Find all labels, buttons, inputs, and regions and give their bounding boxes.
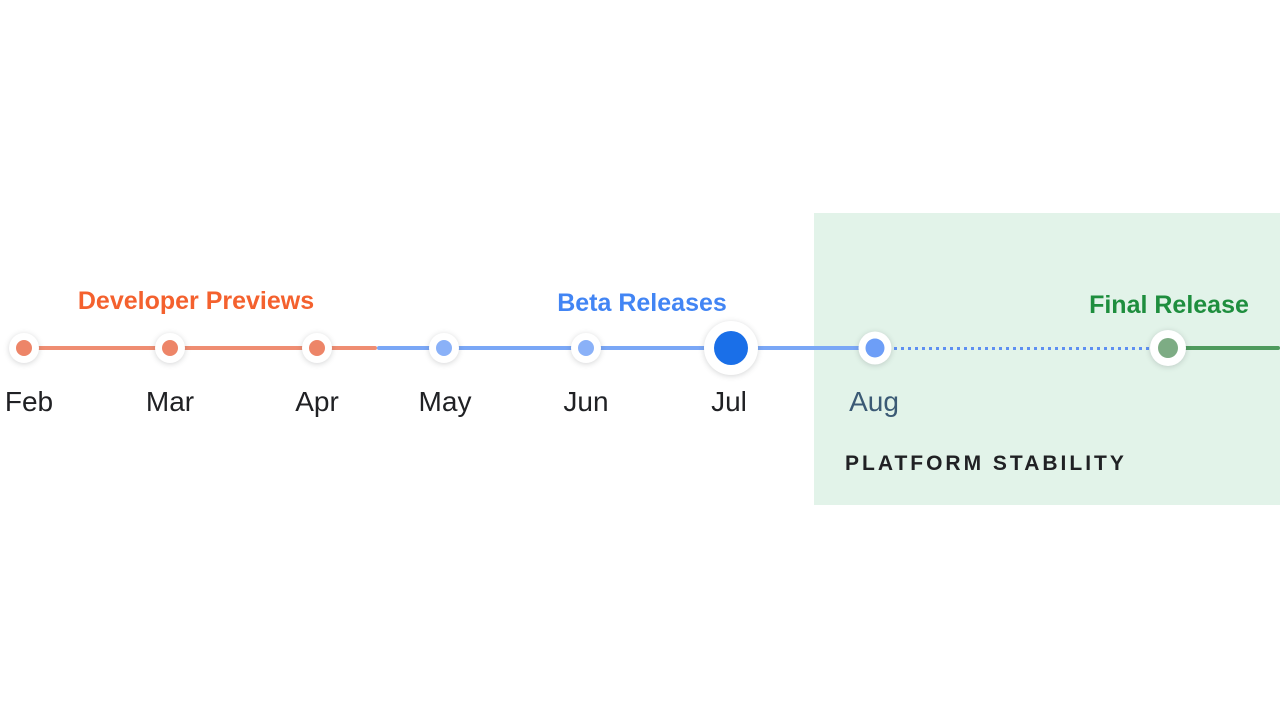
timeline-segment-stability-dotted bbox=[880, 347, 1168, 350]
timeline-segment-beta-releases bbox=[377, 346, 875, 350]
milestone-dot-aug bbox=[865, 338, 885, 358]
milestone-dot-feb bbox=[16, 340, 32, 356]
milestone-dot-final-release bbox=[1158, 338, 1178, 358]
month-label-feb: Feb bbox=[4, 386, 54, 417]
phase-label-developer-previews: Developer Previews bbox=[77, 287, 315, 315]
month-label-jul: Jul bbox=[711, 386, 747, 417]
milestone-dot-jun bbox=[578, 340, 594, 356]
phase-label-beta-releases: Beta Releases bbox=[557, 289, 727, 317]
milestone-dot-mar bbox=[162, 340, 178, 356]
month-label-apr: Apr bbox=[295, 386, 339, 417]
month-label-may: May bbox=[418, 386, 472, 417]
month-label-aug: Aug bbox=[849, 386, 899, 417]
platform-stability-label: PLATFORM STABILITY bbox=[845, 452, 1127, 475]
timeline-segment-developer-previews bbox=[24, 346, 377, 350]
milestone-dot-may bbox=[436, 340, 452, 356]
phase-label-final-release: Final Release bbox=[1089, 291, 1249, 319]
platform-stability-zone bbox=[814, 213, 1280, 505]
milestone-dot-jul bbox=[714, 331, 748, 365]
timeline-segment-final-release bbox=[1168, 346, 1280, 350]
month-label-jun: Jun bbox=[563, 386, 609, 417]
month-label-mar: Mar bbox=[145, 386, 195, 417]
milestone-dot-apr bbox=[309, 340, 325, 356]
